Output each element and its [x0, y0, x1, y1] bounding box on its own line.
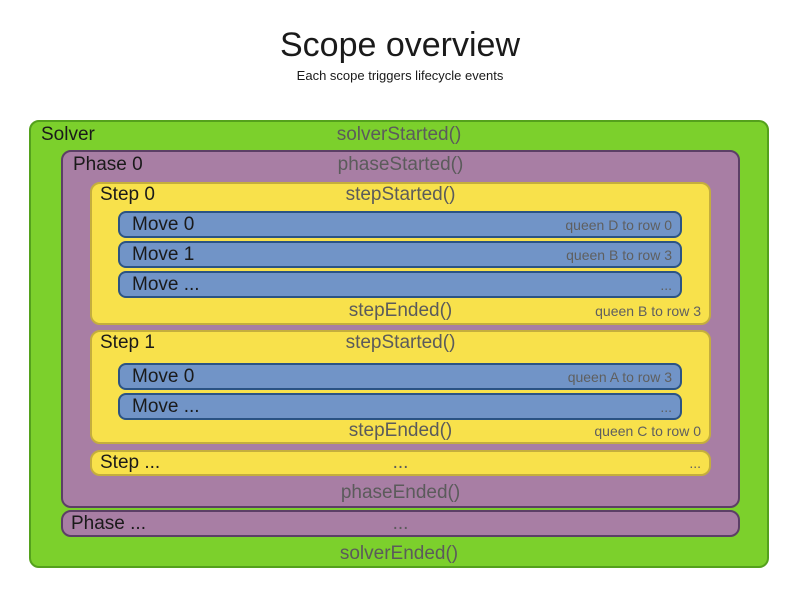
move-label: Move ...: [132, 395, 200, 417]
step-0-header-row: Step 0 stepStarted(): [92, 184, 709, 206]
step-more-label: Step ...: [100, 452, 161, 473]
step-1-footer-row: stepEnded() queen C to row 0: [92, 420, 709, 442]
solver-header-row: Solver solverStarted(): [31, 122, 767, 148]
step-more-row: Step ... ... ...: [92, 452, 709, 474]
step-1-move-more-box: Move ... ...: [118, 393, 682, 420]
step-0-label: Step 0: [100, 184, 155, 205]
move-note: ...: [660, 398, 672, 415]
step-0-move-1-box: Move 1 queen B to row 3: [118, 241, 682, 268]
move-note: queen A to row 3: [567, 368, 672, 385]
step-0-ended-note: queen B to row 3: [595, 303, 701, 319]
step-0-move-more-box: Move ... ...: [118, 271, 682, 298]
step-more-right-ellipsis: ...: [689, 455, 701, 471]
step-0-scope-box: Step 0 stepStarted() Move 0 queen D to r…: [90, 182, 711, 325]
move-note: queen D to row 0: [565, 216, 672, 233]
solver-started-event: solverStarted(): [336, 124, 462, 145]
solver-ended-event: solverEnded(): [339, 543, 459, 564]
step-0-started-event: stepStarted(): [345, 184, 456, 205]
page-title: Scope overview: [279, 26, 520, 64]
move-label: Move 0: [132, 213, 195, 235]
solver-scope-box: Solver solverStarted() Phase 0 phaseStar…: [29, 120, 769, 568]
step-more-center-ellipsis: ...: [392, 452, 409, 473]
step-1-label: Step 1: [100, 332, 155, 353]
move-note: queen B to row 3: [566, 246, 672, 263]
phase-0-scope-box: Phase 0 phaseStarted() Step 0 stepStarte…: [61, 150, 740, 508]
step-0-ended-event: stepEnded(): [348, 300, 453, 321]
phase-0-label: Phase 0: [73, 154, 143, 175]
page-subtitle: Each scope triggers lifecycle events: [296, 68, 504, 83]
step-0-footer-row: stepEnded() queen B to row 3: [92, 300, 709, 322]
move-note: ...: [660, 276, 672, 293]
phase-more-label: Phase ...: [71, 512, 146, 534]
move-label: Move ...: [132, 273, 200, 295]
phase-0-header-row: Phase 0 phaseStarted(): [63, 153, 738, 177]
move-label: Move 0: [132, 365, 195, 387]
phase-0-started-event: phaseStarted(): [337, 154, 464, 175]
step-1-ended-note: queen C to row 0: [594, 423, 701, 439]
step-1-started-event: stepStarted(): [345, 332, 456, 353]
phase-0-footer-row: phaseEnded(): [63, 480, 738, 506]
step-1-ended-event: stepEnded(): [348, 420, 453, 441]
phase-more-row: Phase ... ...: [63, 512, 738, 535]
phase-0-ended-event: phaseEnded(): [340, 482, 461, 503]
phase-more-center-ellipsis: ...: [392, 512, 409, 534]
solver-footer-row: solverEnded(): [31, 541, 767, 567]
phase-more-scope-box: Phase ... ...: [61, 510, 740, 537]
step-more-scope-box: Step ... ... ...: [90, 450, 711, 476]
step-1-move-0-box: Move 0 queen A to row 3: [118, 363, 682, 390]
step-1-header-row: Step 1 stepStarted(): [92, 332, 709, 354]
step-1-scope-box: Step 1 stepStarted() Move 0 queen A to r…: [90, 330, 711, 444]
move-label: Move 1: [132, 243, 195, 265]
solver-label: Solver: [41, 124, 95, 145]
step-0-move-0-box: Move 0 queen D to row 0: [118, 211, 682, 238]
